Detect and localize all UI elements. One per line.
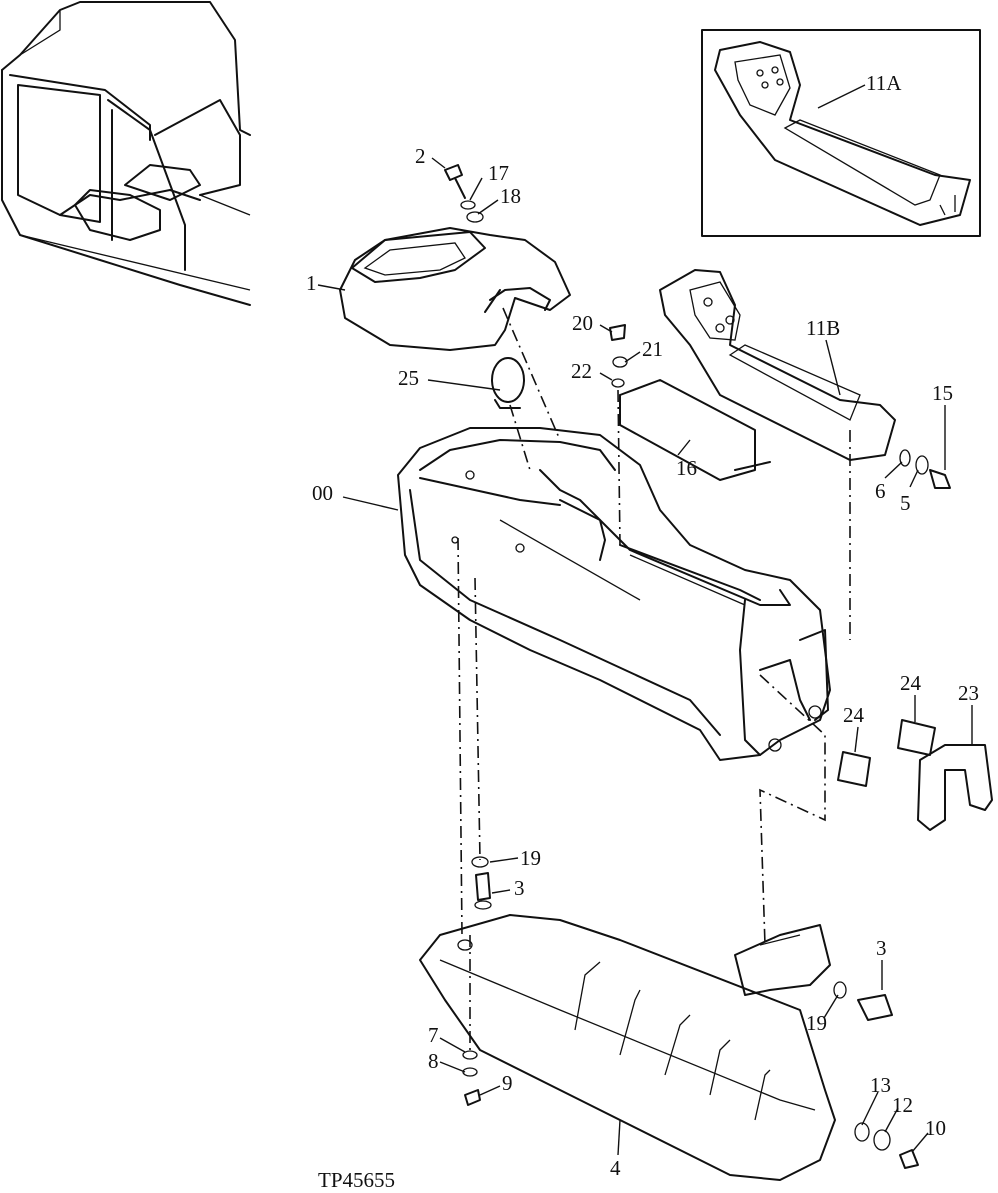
label-19-left: 19 (520, 846, 541, 870)
label-1: 1 (306, 271, 317, 295)
pad-24-left (837, 751, 871, 787)
label-24-left: 24 (843, 703, 865, 727)
label-21: 21 (642, 337, 663, 361)
cab-thumbnail (1, 1, 251, 306)
label-24-right: 24 (900, 671, 922, 695)
label-23: 23 (958, 681, 979, 705)
assembly-lines (457, 307, 851, 1050)
label-10: 10 (925, 1116, 946, 1140)
inset-11a: 11A (701, 29, 981, 237)
rear-bracket (734, 924, 831, 996)
lower-cover-4 (419, 914, 836, 1181)
label-7: 7 (428, 1023, 439, 1047)
bracket-16 (619, 379, 771, 481)
label-16: 16 (676, 456, 697, 480)
label-20: 20 (572, 311, 593, 335)
arm-rest-11b (659, 269, 896, 461)
label-6: 6 (875, 479, 886, 503)
pads-and-bracket (837, 719, 993, 831)
label-22: 22 (571, 359, 592, 383)
label-9: 9 (502, 1071, 513, 1095)
callout-labels: 1 2 17 18 20 21 22 25 00 16 11B 15 6 5 2… (306, 144, 979, 1180)
pad-24-right (897, 719, 936, 756)
main-console-00 (397, 427, 831, 761)
clamp-25 (491, 357, 525, 409)
figure-id: TP45655 (318, 1168, 395, 1192)
label-2: 2 (415, 144, 426, 168)
label-00: 00 (312, 481, 333, 505)
u-bracket-23 (917, 744, 993, 831)
fasteners (444, 164, 951, 1169)
label-25: 25 (398, 366, 419, 390)
lead-lines (317, 157, 973, 1156)
label-11b: 11B (806, 316, 840, 340)
label-3-right: 3 (876, 936, 887, 960)
label-17: 17 (488, 161, 509, 185)
label-12: 12 (892, 1093, 913, 1117)
label-11a: 11A (866, 71, 902, 95)
label-18: 18 (500, 184, 521, 208)
label-19-right: 19 (806, 1011, 827, 1035)
label-5: 5 (900, 491, 911, 515)
label-3-left: 3 (514, 876, 525, 900)
label-13: 13 (870, 1073, 891, 1097)
label-4: 4 (610, 1156, 621, 1180)
label-15: 15 (932, 381, 953, 405)
label-8: 8 (428, 1049, 439, 1073)
top-cover-1 (339, 227, 571, 351)
